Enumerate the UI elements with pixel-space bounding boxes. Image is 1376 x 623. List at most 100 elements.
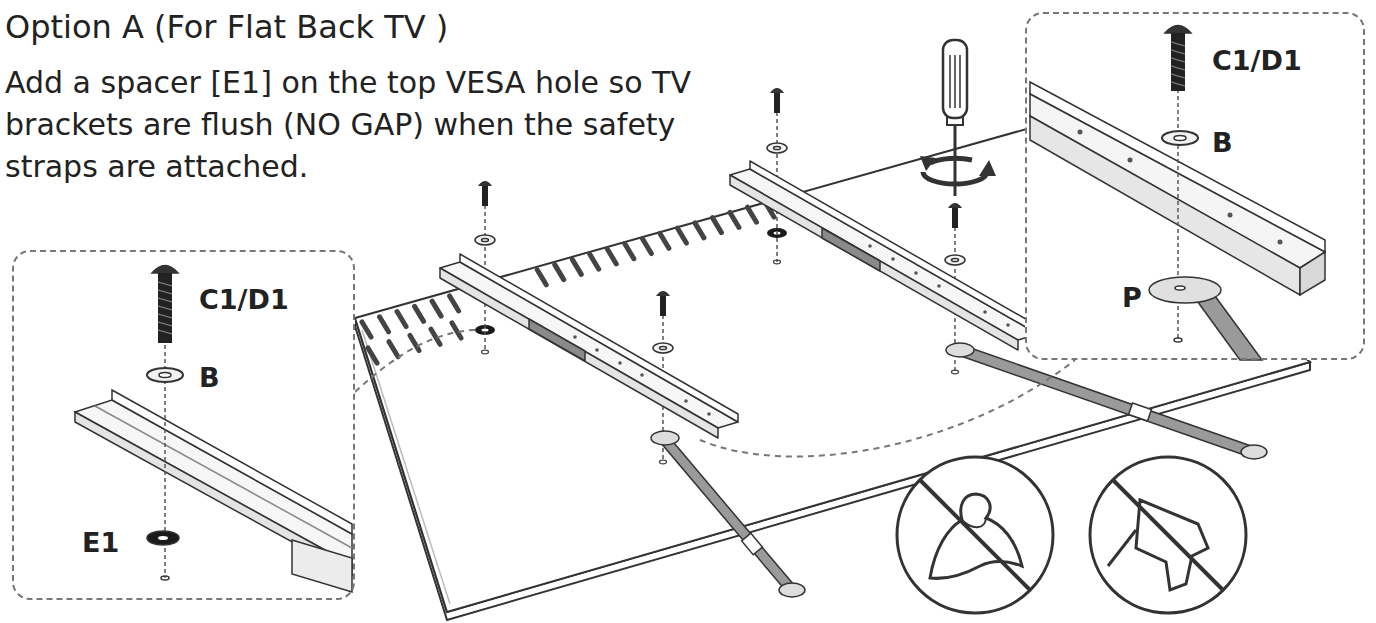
safety-strap <box>958 345 1254 457</box>
hole-mark <box>660 460 667 464</box>
inset-art-right <box>1175 286 1185 290</box>
no-power-drill-sign <box>1108 530 1136 566</box>
inset-art-right <box>1128 158 1133 163</box>
washer <box>952 258 959 261</box>
inset-art-right <box>1174 338 1182 342</box>
tv-bracket <box>573 335 577 339</box>
washer <box>482 238 489 241</box>
inset-art-right <box>1171 42 1185 46</box>
washer <box>774 146 781 149</box>
inset-art-right <box>1278 240 1283 245</box>
inset-art-left <box>161 576 169 580</box>
inset-art-left <box>158 282 172 334</box>
tv-bracket <box>440 268 718 438</box>
inset-art-left <box>158 322 172 326</box>
vent-slots <box>660 233 669 248</box>
safety-strap <box>651 431 679 445</box>
inset-art-right <box>1171 33 1185 91</box>
wrap-spacer <box>395 146 735 236</box>
hole-mark <box>774 260 781 264</box>
wrap-spacer <box>734 62 735 146</box>
part-label: B <box>199 364 220 391</box>
tv-bracket <box>684 399 688 403</box>
note-block: Add a spacer [E1] on the top VESA hole s… <box>5 62 735 236</box>
vent-slots <box>607 249 616 264</box>
dashed-callout <box>355 330 478 392</box>
tv-bracket <box>618 361 622 365</box>
rotate-arrow <box>930 158 972 163</box>
screw <box>482 186 488 206</box>
rotate-arrow <box>920 156 936 171</box>
no-power-drill-sign <box>1113 480 1223 590</box>
vent-slots <box>712 218 721 233</box>
screwdriver <box>959 55 961 108</box>
inset-art-right <box>1228 213 1233 218</box>
part-label: B <box>1212 129 1233 156</box>
inset-art-right <box>1300 252 1325 295</box>
safety-strap <box>1241 445 1267 459</box>
vent-slots <box>555 265 564 280</box>
inset-art-right <box>1195 292 1262 360</box>
screw <box>660 296 666 316</box>
vent-slots <box>397 312 406 327</box>
screwdriver <box>949 55 951 108</box>
tv-bracket <box>460 254 738 422</box>
inset-art-left <box>159 373 171 378</box>
rotate-arrow <box>920 156 996 184</box>
inset-art-left <box>75 400 352 565</box>
vent-slots <box>362 322 371 337</box>
inset-background <box>12 12 1365 600</box>
washer <box>475 143 965 353</box>
vent-slots <box>572 259 581 274</box>
no-force-sign <box>897 457 1053 613</box>
inset-art-right <box>1171 58 1185 62</box>
screwdriver <box>954 55 956 108</box>
inset-art-right <box>1165 26 1191 34</box>
screw <box>948 203 962 208</box>
screw <box>952 208 958 228</box>
vent-slots <box>452 323 461 338</box>
vent-slots <box>368 348 377 363</box>
inset-art-left <box>158 330 172 334</box>
tv-bracket <box>868 244 1010 327</box>
tv-bracket <box>1006 323 1010 327</box>
no-power-drill-sign <box>1090 457 1246 613</box>
part-label: C1/D1 <box>1212 47 1302 74</box>
inset-art-right <box>1078 130 1283 245</box>
washer <box>660 346 667 349</box>
dashed-callout <box>355 330 1075 457</box>
tv-bracket <box>573 335 711 416</box>
vent-slots <box>730 212 739 227</box>
vent-slots <box>590 254 599 269</box>
no-power-drill-sign <box>1090 457 1246 613</box>
inset-art-left <box>147 368 183 382</box>
inset-art-left <box>152 266 178 274</box>
title: Option A (For Flat Back TV ) <box>5 7 448 47</box>
tv-bracket <box>891 257 895 261</box>
inset-art-left <box>75 266 352 593</box>
inset-art-left <box>147 531 179 545</box>
screw <box>770 88 784 93</box>
inset-art-right <box>1174 136 1186 141</box>
detail-inset: C1/D1BP <box>1025 12 1365 360</box>
inset-art-right <box>1171 82 1185 86</box>
vent-slots <box>747 207 756 222</box>
part-label: C1/D1 <box>199 286 289 313</box>
hole-mark <box>482 260 959 464</box>
inset-art-right <box>1171 74 1185 78</box>
screwdriver <box>943 40 967 196</box>
screwdriver <box>943 40 967 118</box>
inset-art-right <box>1171 42 1185 86</box>
detail-inset: C1/D1B E1 <box>12 250 355 600</box>
no-force-sign <box>897 457 1053 613</box>
vent-slots <box>677 228 686 243</box>
part-label: E1 <box>82 529 119 556</box>
inset-art-left <box>158 536 168 540</box>
instruction-note: Add a spacer [E1] on the top VESA hole s… <box>5 65 691 184</box>
inset-art-left <box>95 406 352 548</box>
tv-bracket <box>914 271 918 275</box>
hole-mark <box>482 350 489 354</box>
safety-strap <box>779 583 805 597</box>
vent-slots <box>432 301 441 316</box>
inset-art-right <box>1171 50 1185 54</box>
